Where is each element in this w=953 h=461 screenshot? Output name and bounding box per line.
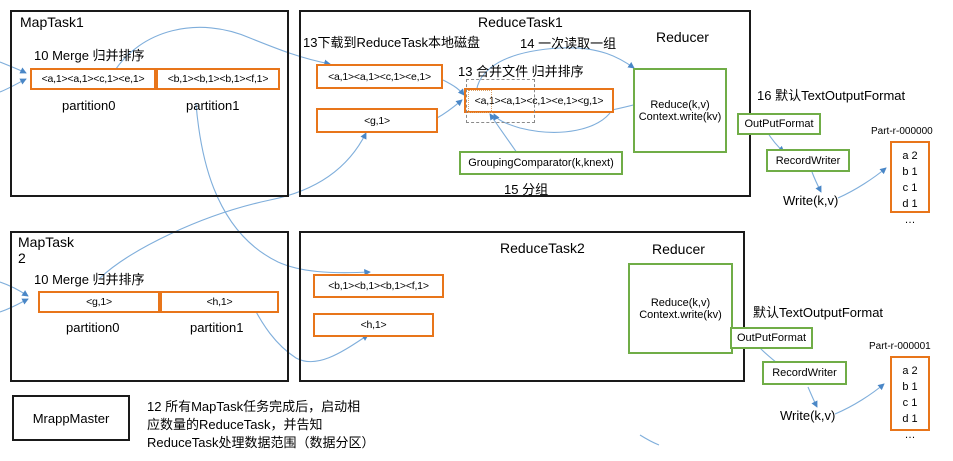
reducetask1-reducer-box[interactable]: Reduce(k,v) Context.write(kv) [633,68,727,153]
mrappmaster-note-line2: 应数量的ReduceTask，并告知 [147,417,323,432]
reducetask2-write-label: Write(k,v) [780,408,836,423]
part-file-line: … [904,213,916,226]
maptask2-merge-label: 10 Merge 归并排序 [34,272,145,287]
merged-group-selection-inner [468,90,492,113]
reducetask2-outputformat-box[interactable]: OutPutFormat [730,327,813,349]
reducetask2-title: ReduceTask2 [500,240,585,256]
maptask2-title-line1: MapTask [18,234,75,250]
reducetask2-downloaded-box-0[interactable]: <b,1><b,1><b,1><f,1> [313,274,444,298]
reducetask1-group-label: 15 分组 [504,182,549,197]
part-file-line: c 1 [902,396,918,409]
maptask1-partition1-box[interactable]: <b,1><b,1><b,1><f,1> [156,68,280,90]
mrappmaster-box[interactable]: MrappMaster [12,395,130,441]
part-file-line: b 1 [902,380,918,393]
reducetask1-part-file-name: Part-r-000000 [871,126,933,137]
maptask2-partition1-label: partition1 [190,320,244,335]
maptask2-title-line2: 2 [18,250,26,266]
reducetask1-read-group-label: 14 一次读取一组 [520,36,617,51]
reducetask2-reducer-box[interactable]: Reduce(k,v) Context.write(kv) [628,263,733,354]
reducetask1-write-label: Write(k,v) [783,193,839,208]
maptask1-partition1-label: partition1 [186,98,240,113]
reducetask1-downloaded-box-0[interactable]: <a,1><a,1><c,1><e,1> [316,64,443,89]
part-file-line: d 1 [902,412,918,425]
maptask2-partition1-box[interactable]: <h,1> [160,291,279,313]
reducetask1-part-file-box[interactable]: a 2 b 1 c 1 d 1 … [890,141,930,226]
part-file-line: a 2 [902,150,918,162]
reducetask2-reducer-title: Reducer [652,241,705,257]
reducetask1-panel [299,10,751,197]
reducetask2-recordwriter-box[interactable]: RecordWriter [762,361,847,385]
part-file-line: b 1 [902,165,918,178]
reducetask1-outputformat-label: 16 默认TextOutputFormat [757,88,906,103]
reducetask2-reducer-line1: Reduce(k,v) [650,296,711,309]
part-file-line: a 2 [902,365,918,377]
reducetask2-part-file-name: Part-r-000001 [869,341,931,352]
reducetask2-downloaded-box-1[interactable]: <h,1> [313,313,434,337]
mrappmaster-note-line1: 12 所有MapTask任务完成后，启动相 [147,399,361,414]
mrappmaster-note-line3: ReduceTask处理数据范围（数据分区） [147,435,375,450]
grouping-comparator-box[interactable]: GroupingComparator(k,knext) [459,151,623,175]
reducetask1-downloaded-box-1[interactable]: <g,1> [316,108,438,133]
maptask1-panel [10,10,289,197]
reducetask1-reducer-title: Reducer [656,29,709,45]
maptask1-partition0-label: partition0 [62,98,116,113]
reducetask1-title: ReduceTask1 [478,14,563,30]
part-file-line: d 1 [902,197,918,210]
reducetask1-reducer-line2: Context.write(kv) [638,110,722,123]
maptask1-merge-label: 10 Merge 归并排序 [34,48,145,63]
reducetask1-download-label: 13下载到ReduceTask本地磁盘 [303,35,480,50]
reducetask2-part-file-box[interactable]: a 2 b 1 c 1 d 1 … [890,356,930,441]
reducetask1-merge-files-label: 13 合并文件 归并排序 [458,64,584,79]
maptask2-partition0-label: partition0 [66,320,120,335]
reducetask2-outputformat-label: 默认TextOutputFormat [753,305,884,320]
part-file-line: c 1 [902,181,918,194]
reducetask1-reducer-line1: Reduce(k,v) [650,98,710,111]
maptask1-partition0-box[interactable]: <a,1><a,1><c,1><e,1> [30,68,156,90]
part-file-line: … [904,428,916,441]
reducetask1-outputformat-box[interactable]: OutPutFormat [737,113,821,135]
maptask2-partition0-box[interactable]: <g,1> [38,291,160,313]
reducetask1-recordwriter-box[interactable]: RecordWriter [766,149,850,172]
maptask1-title: MapTask1 [20,14,84,30]
reducetask2-reducer-line2: Context.write(kv) [639,308,722,321]
